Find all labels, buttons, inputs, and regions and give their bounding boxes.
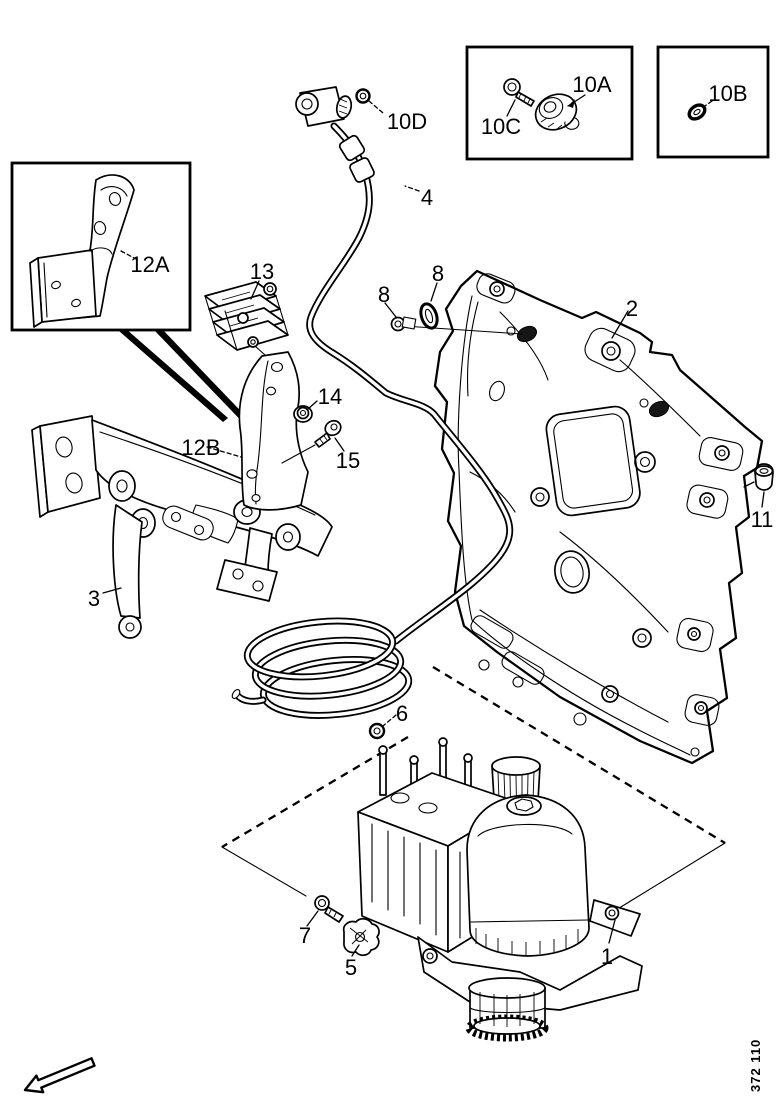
ring-6-drawing bbox=[368, 722, 386, 740]
oring-10b-drawing bbox=[687, 103, 707, 121]
callout-7: 7 bbox=[299, 923, 311, 948]
bolt-7-drawing bbox=[314, 895, 344, 923]
callout-10C: 10C bbox=[481, 114, 521, 139]
clamp-10a-drawing bbox=[534, 93, 580, 131]
hose-coil-drawing bbox=[231, 617, 413, 740]
callout-10B: 10B bbox=[708, 81, 747, 106]
pump-motor-dome bbox=[466, 794, 590, 957]
callout-14: 14 bbox=[318, 384, 342, 409]
inset-box-oring bbox=[656, 45, 770, 159]
figure-number: 372 110 bbox=[748, 1039, 763, 1092]
washer-10d-drawing bbox=[355, 88, 371, 104]
callout-3: 3 bbox=[88, 586, 100, 611]
pointer-wedge bbox=[155, 329, 258, 433]
alignment-dashed-lines bbox=[221, 666, 726, 911]
callout-11: 11 bbox=[751, 507, 774, 532]
hose-4-drawing bbox=[295, 86, 514, 645]
nut-11-drawing bbox=[754, 463, 774, 491]
direction-arrow-icon bbox=[23, 1057, 96, 1094]
inset-box-bracket-12a bbox=[10, 161, 258, 433]
callout-13: 13 bbox=[250, 259, 274, 284]
callout-12A: 12A bbox=[130, 252, 169, 277]
bracket-12b-drawing bbox=[238, 351, 309, 511]
callout-4: 4 bbox=[421, 185, 433, 210]
inset-box-clamp-bolt bbox=[465, 45, 634, 161]
plate-2-drawing bbox=[433, 269, 764, 765]
callout-5: 5 bbox=[345, 955, 357, 980]
pointer-wedge bbox=[119, 329, 228, 422]
pump-bottom-cylinder bbox=[465, 977, 549, 1042]
callout-12B: 12B bbox=[181, 435, 220, 460]
bracket-12a-drawing bbox=[29, 174, 135, 328]
bolt-15-drawing bbox=[281, 419, 342, 464]
callout-15: 15 bbox=[336, 448, 360, 473]
grommet-8-parts bbox=[390, 302, 523, 335]
grommet-on-plate bbox=[516, 325, 538, 343]
clamp-13-drawing bbox=[204, 281, 289, 365]
bolt-10c-drawing bbox=[503, 78, 535, 107]
bracket-3-drawing bbox=[31, 415, 333, 639]
leader-lines bbox=[102, 100, 765, 957]
callout-8b: 8 bbox=[432, 261, 444, 286]
grommet-on-plate bbox=[648, 400, 670, 418]
nut-14-drawing bbox=[293, 405, 313, 423]
callout-6: 6 bbox=[396, 701, 408, 726]
callout-10A: 10A bbox=[572, 72, 611, 97]
callout-labels: 10D 10A 10C 10B 4 12A 13 8 8 2 14 12B 15… bbox=[88, 72, 774, 980]
pump-assembly-drawing bbox=[357, 737, 643, 1042]
callout-2: 2 bbox=[626, 296, 638, 321]
callout-10D: 10D bbox=[387, 109, 427, 134]
callout-1: 1 bbox=[601, 944, 613, 969]
hose-end-fitting bbox=[295, 86, 353, 127]
callout-8a: 8 bbox=[378, 282, 390, 307]
clamp-5-drawing bbox=[342, 918, 380, 956]
